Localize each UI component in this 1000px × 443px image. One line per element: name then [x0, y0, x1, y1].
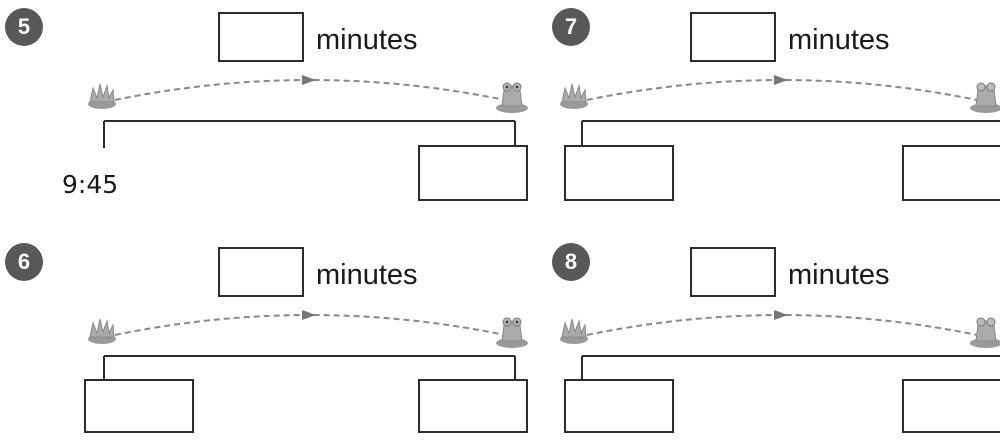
minutes-label: minutes: [316, 24, 418, 56]
dashed-arc-arrow-icon: [114, 75, 506, 101]
dashed-arc-arrow-icon: [586, 75, 978, 101]
start-time-answer-box[interactable]: [84, 379, 194, 433]
lily-pad-icon: [88, 318, 116, 344]
timeline-diagram: [560, 75, 1000, 145]
start-time-answer-box[interactable]: [564, 145, 674, 201]
start-time-label: 9:45: [62, 170, 119, 199]
dashed-arc-arrow-icon: [114, 310, 506, 336]
minutes-answer-box[interactable]: [218, 247, 304, 297]
timeline-bracket: [581, 120, 1000, 145]
lily-pad-icon: [560, 83, 588, 109]
end-time-answer-box[interactable]: [902, 379, 1000, 433]
minutes-label: minutes: [788, 24, 890, 56]
frog-on-lily-pad-icon: [970, 82, 1000, 113]
problem-number-badge: 8: [552, 243, 590, 281]
problem-7: 7 minutes: [552, 8, 1000, 208]
end-time-answer-box[interactable]: [418, 145, 528, 201]
start-time-answer-box[interactable]: [564, 379, 674, 433]
problem-6: 6 minutes: [5, 243, 528, 443]
end-time-answer-box[interactable]: [902, 145, 1000, 201]
problem-8: 8 minutes: [552, 243, 1000, 443]
dashed-arc-arrow-icon: [586, 310, 978, 336]
frog-on-lily-pad-icon: [970, 317, 1000, 348]
timeline-bracket: [581, 355, 1000, 380]
minutes-label: minutes: [788, 259, 890, 291]
problem-number-badge: 5: [5, 8, 43, 46]
minutes-label: minutes: [316, 259, 418, 291]
timeline-bracket: [103, 120, 516, 148]
minutes-answer-box[interactable]: [690, 12, 776, 62]
minutes-answer-box[interactable]: [218, 12, 304, 62]
end-time-answer-box[interactable]: [418, 379, 528, 433]
timeline-diagram: [88, 75, 528, 148]
problem-number-badge: 6: [5, 243, 43, 281]
frog-on-lily-pad-icon: [496, 82, 528, 113]
lily-pad-icon: [560, 318, 588, 344]
timeline-diagram: [88, 310, 528, 380]
problem-5: 5 minutes 9:45: [5, 8, 528, 208]
timeline-diagram: [560, 310, 1000, 380]
lily-pad-icon: [88, 83, 116, 109]
frog-on-lily-pad-icon: [496, 317, 528, 348]
minutes-answer-box[interactable]: [690, 247, 776, 297]
timeline-bracket: [103, 355, 516, 380]
problem-number-badge: 7: [552, 8, 590, 46]
